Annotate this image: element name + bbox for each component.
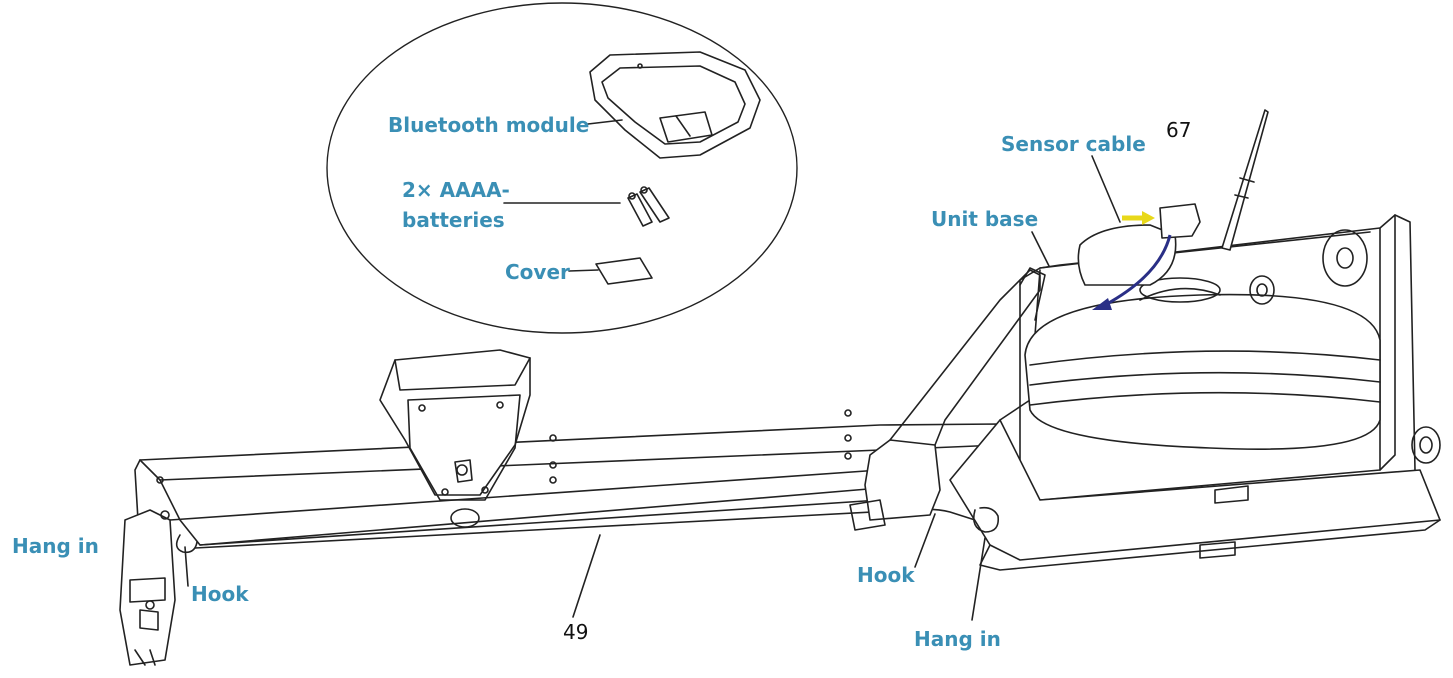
seat-drawing bbox=[379, 349, 531, 528]
sensor-67-drawing bbox=[1159, 203, 1201, 239]
bluetooth-module-label: Bluetooth module bbox=[388, 113, 590, 137]
hook-left-drawing bbox=[175, 534, 198, 554]
flywheel-drawing bbox=[1024, 277, 1381, 450]
batteries-label-line2: batteries bbox=[402, 208, 505, 232]
hook-right-label: Hook bbox=[857, 563, 915, 587]
cover-drawing bbox=[595, 257, 653, 285]
bluetooth-module-drawing bbox=[589, 51, 761, 159]
detail-ellipse bbox=[326, 2, 798, 334]
hang-in-left-label: Hang in bbox=[12, 534, 99, 558]
unit-base-label: Unit base bbox=[931, 207, 1039, 231]
cord-49-drawing bbox=[194, 508, 976, 549]
batteries-drawing bbox=[627, 186, 670, 227]
hang-in-right-label: Hang in bbox=[914, 627, 1001, 651]
sensor-cable-label: Sensor cable bbox=[1001, 132, 1146, 156]
part-number-49: 49 bbox=[563, 620, 589, 644]
cover-label: Cover bbox=[505, 260, 570, 284]
batteries-label-line1: 2× AAAA- bbox=[402, 178, 510, 202]
insertion-arrows bbox=[1092, 211, 1172, 310]
hook-left-label: Hook bbox=[191, 582, 249, 606]
navy-arrow bbox=[1104, 234, 1172, 307]
pulleys-drawing bbox=[1249, 229, 1441, 464]
foot-end-drawing bbox=[119, 509, 176, 666]
part-number-67: 67 bbox=[1166, 118, 1192, 142]
handle-assembly-drawing bbox=[849, 267, 1046, 533]
